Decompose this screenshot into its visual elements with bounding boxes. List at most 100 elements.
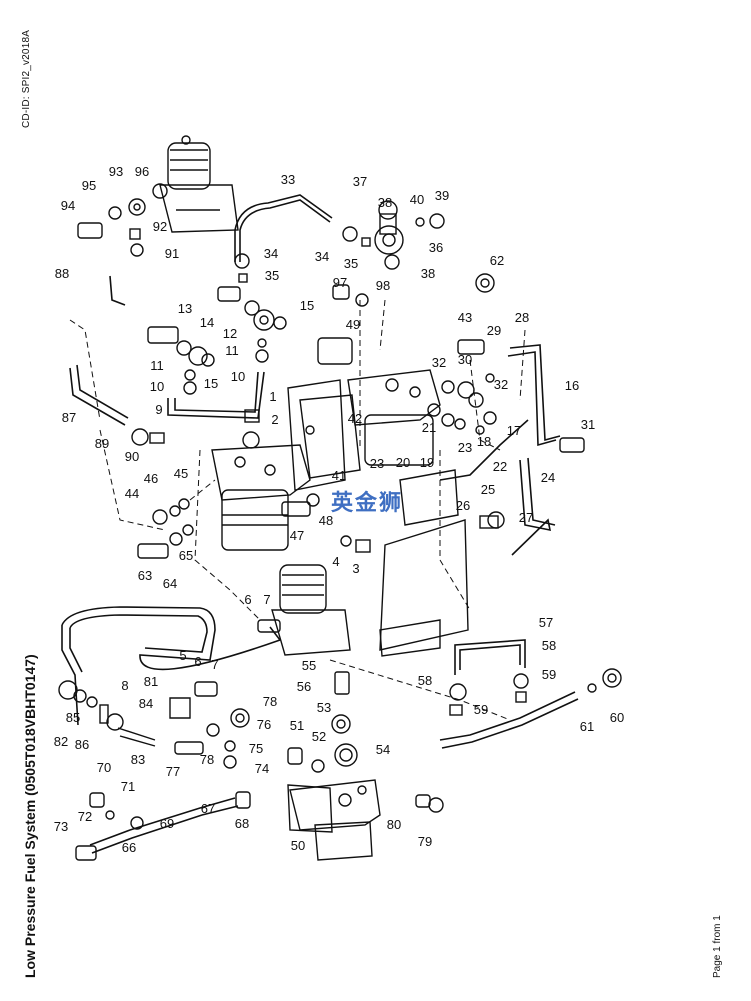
callout-80: 80 (387, 817, 401, 832)
callout-56: 56 (297, 679, 311, 694)
callout-54: 54 (376, 742, 390, 757)
primer-pump-lower (271, 564, 351, 656)
callout-23: 23 (370, 456, 384, 471)
callout-42: 42 (348, 411, 362, 426)
callout-2: 2 (271, 412, 278, 427)
callout-81: 81 (144, 674, 158, 689)
callout-93: 93 (109, 164, 123, 179)
callout-52: 52 (312, 729, 326, 744)
callout-95: 95 (82, 178, 96, 193)
callout-38: 38 (421, 266, 435, 281)
callout-41: 41 (332, 468, 346, 483)
callout-71: 71 (121, 779, 135, 794)
callout-62: 62 (490, 253, 504, 268)
callout-5: 5 (179, 648, 186, 663)
callout-24: 24 (541, 470, 555, 485)
callout-11: 11 (150, 358, 164, 373)
callout-7: 7 (211, 657, 218, 672)
callout-45: 45 (174, 466, 188, 481)
callout-89: 89 (95, 436, 109, 451)
callout-84: 84 (139, 696, 153, 711)
callout-88: 88 (55, 266, 69, 281)
callout-76: 76 (257, 717, 271, 732)
fuel-filter-lower (287, 779, 381, 861)
callout-23: 23 (458, 440, 472, 455)
callout-96: 96 (135, 164, 149, 179)
callout-58: 58 (542, 638, 556, 653)
callout-51: 51 (290, 718, 304, 733)
callout-57: 57 (539, 615, 553, 630)
callout-7: 7 (263, 592, 270, 607)
callout-12: 12 (223, 326, 237, 341)
callout-40: 40 (410, 192, 424, 207)
callout-38: 38 (378, 195, 392, 210)
callout-59: 59 (474, 702, 488, 717)
watermark: 英金狮 (331, 491, 404, 516)
callout-63: 63 (138, 568, 152, 583)
callout-59: 59 (542, 667, 556, 682)
callout-66: 66 (122, 840, 136, 855)
callout-35: 35 (265, 268, 279, 283)
callout-10: 10 (231, 369, 245, 384)
callout-73: 73 (54, 819, 68, 834)
callout-64: 64 (163, 576, 177, 591)
callout-30: 30 (458, 352, 472, 367)
fuel-filter-center (347, 369, 441, 466)
callout-82: 82 (54, 734, 68, 749)
callout-77: 77 (166, 764, 180, 779)
callout-31: 31 (581, 417, 595, 432)
filter-bracket (287, 379, 361, 491)
callout-4: 4 (332, 554, 339, 569)
callout-1: 1 (269, 389, 276, 404)
callout-37: 37 (353, 174, 367, 189)
callout-86: 86 (75, 737, 89, 752)
callout-20: 20 (396, 455, 410, 470)
fuel-filter-left (211, 444, 311, 551)
callout-34: 34 (315, 249, 329, 264)
callout-15: 15 (300, 298, 314, 313)
callout-61: 61 (580, 719, 594, 734)
callout-11: 11 (225, 343, 239, 358)
callout-87: 87 (62, 410, 76, 425)
callout-65: 65 (179, 548, 193, 563)
callout-8: 8 (121, 678, 128, 693)
callout-17: 17 (507, 423, 521, 438)
hardware-fittings (58, 183, 622, 861)
callout-21: 21 (422, 420, 436, 435)
callout-15: 15 (204, 376, 218, 391)
callout-49: 49 (346, 317, 360, 332)
callout-32: 32 (494, 377, 508, 392)
callout-34: 34 (264, 246, 278, 261)
callout-97: 97 (333, 275, 347, 290)
callout-91: 91 (165, 246, 179, 261)
callout-58: 58 (418, 673, 432, 688)
callout-22: 22 (493, 459, 507, 474)
callout-16: 16 (565, 378, 579, 393)
callout-10: 10 (150, 379, 164, 394)
callout-35: 35 (344, 256, 358, 271)
callout-43: 43 (458, 310, 472, 325)
callout-68: 68 (235, 816, 249, 831)
callout-14: 14 (200, 315, 214, 330)
callout-26: 26 (456, 498, 470, 513)
callout-25: 25 (481, 482, 495, 497)
callout-83: 83 (131, 752, 145, 767)
callout-6: 6 (244, 592, 251, 607)
callout-47: 47 (290, 528, 304, 543)
callout-48: 48 (319, 513, 333, 528)
callout-13: 13 (178, 301, 192, 316)
callout-85: 85 (66, 710, 80, 725)
callout-29: 29 (487, 323, 501, 338)
water-separator-bowl (379, 469, 469, 657)
callout-78: 78 (200, 752, 214, 767)
callout-67: 67 (201, 801, 215, 816)
fuel-lines (61, 194, 579, 854)
callout-19: 19 (420, 455, 434, 470)
callout-60: 60 (610, 710, 624, 725)
callout-78: 78 (263, 694, 277, 709)
callout-92: 92 (153, 219, 167, 234)
callout-98: 98 (376, 278, 390, 293)
callout-39: 39 (435, 188, 449, 203)
